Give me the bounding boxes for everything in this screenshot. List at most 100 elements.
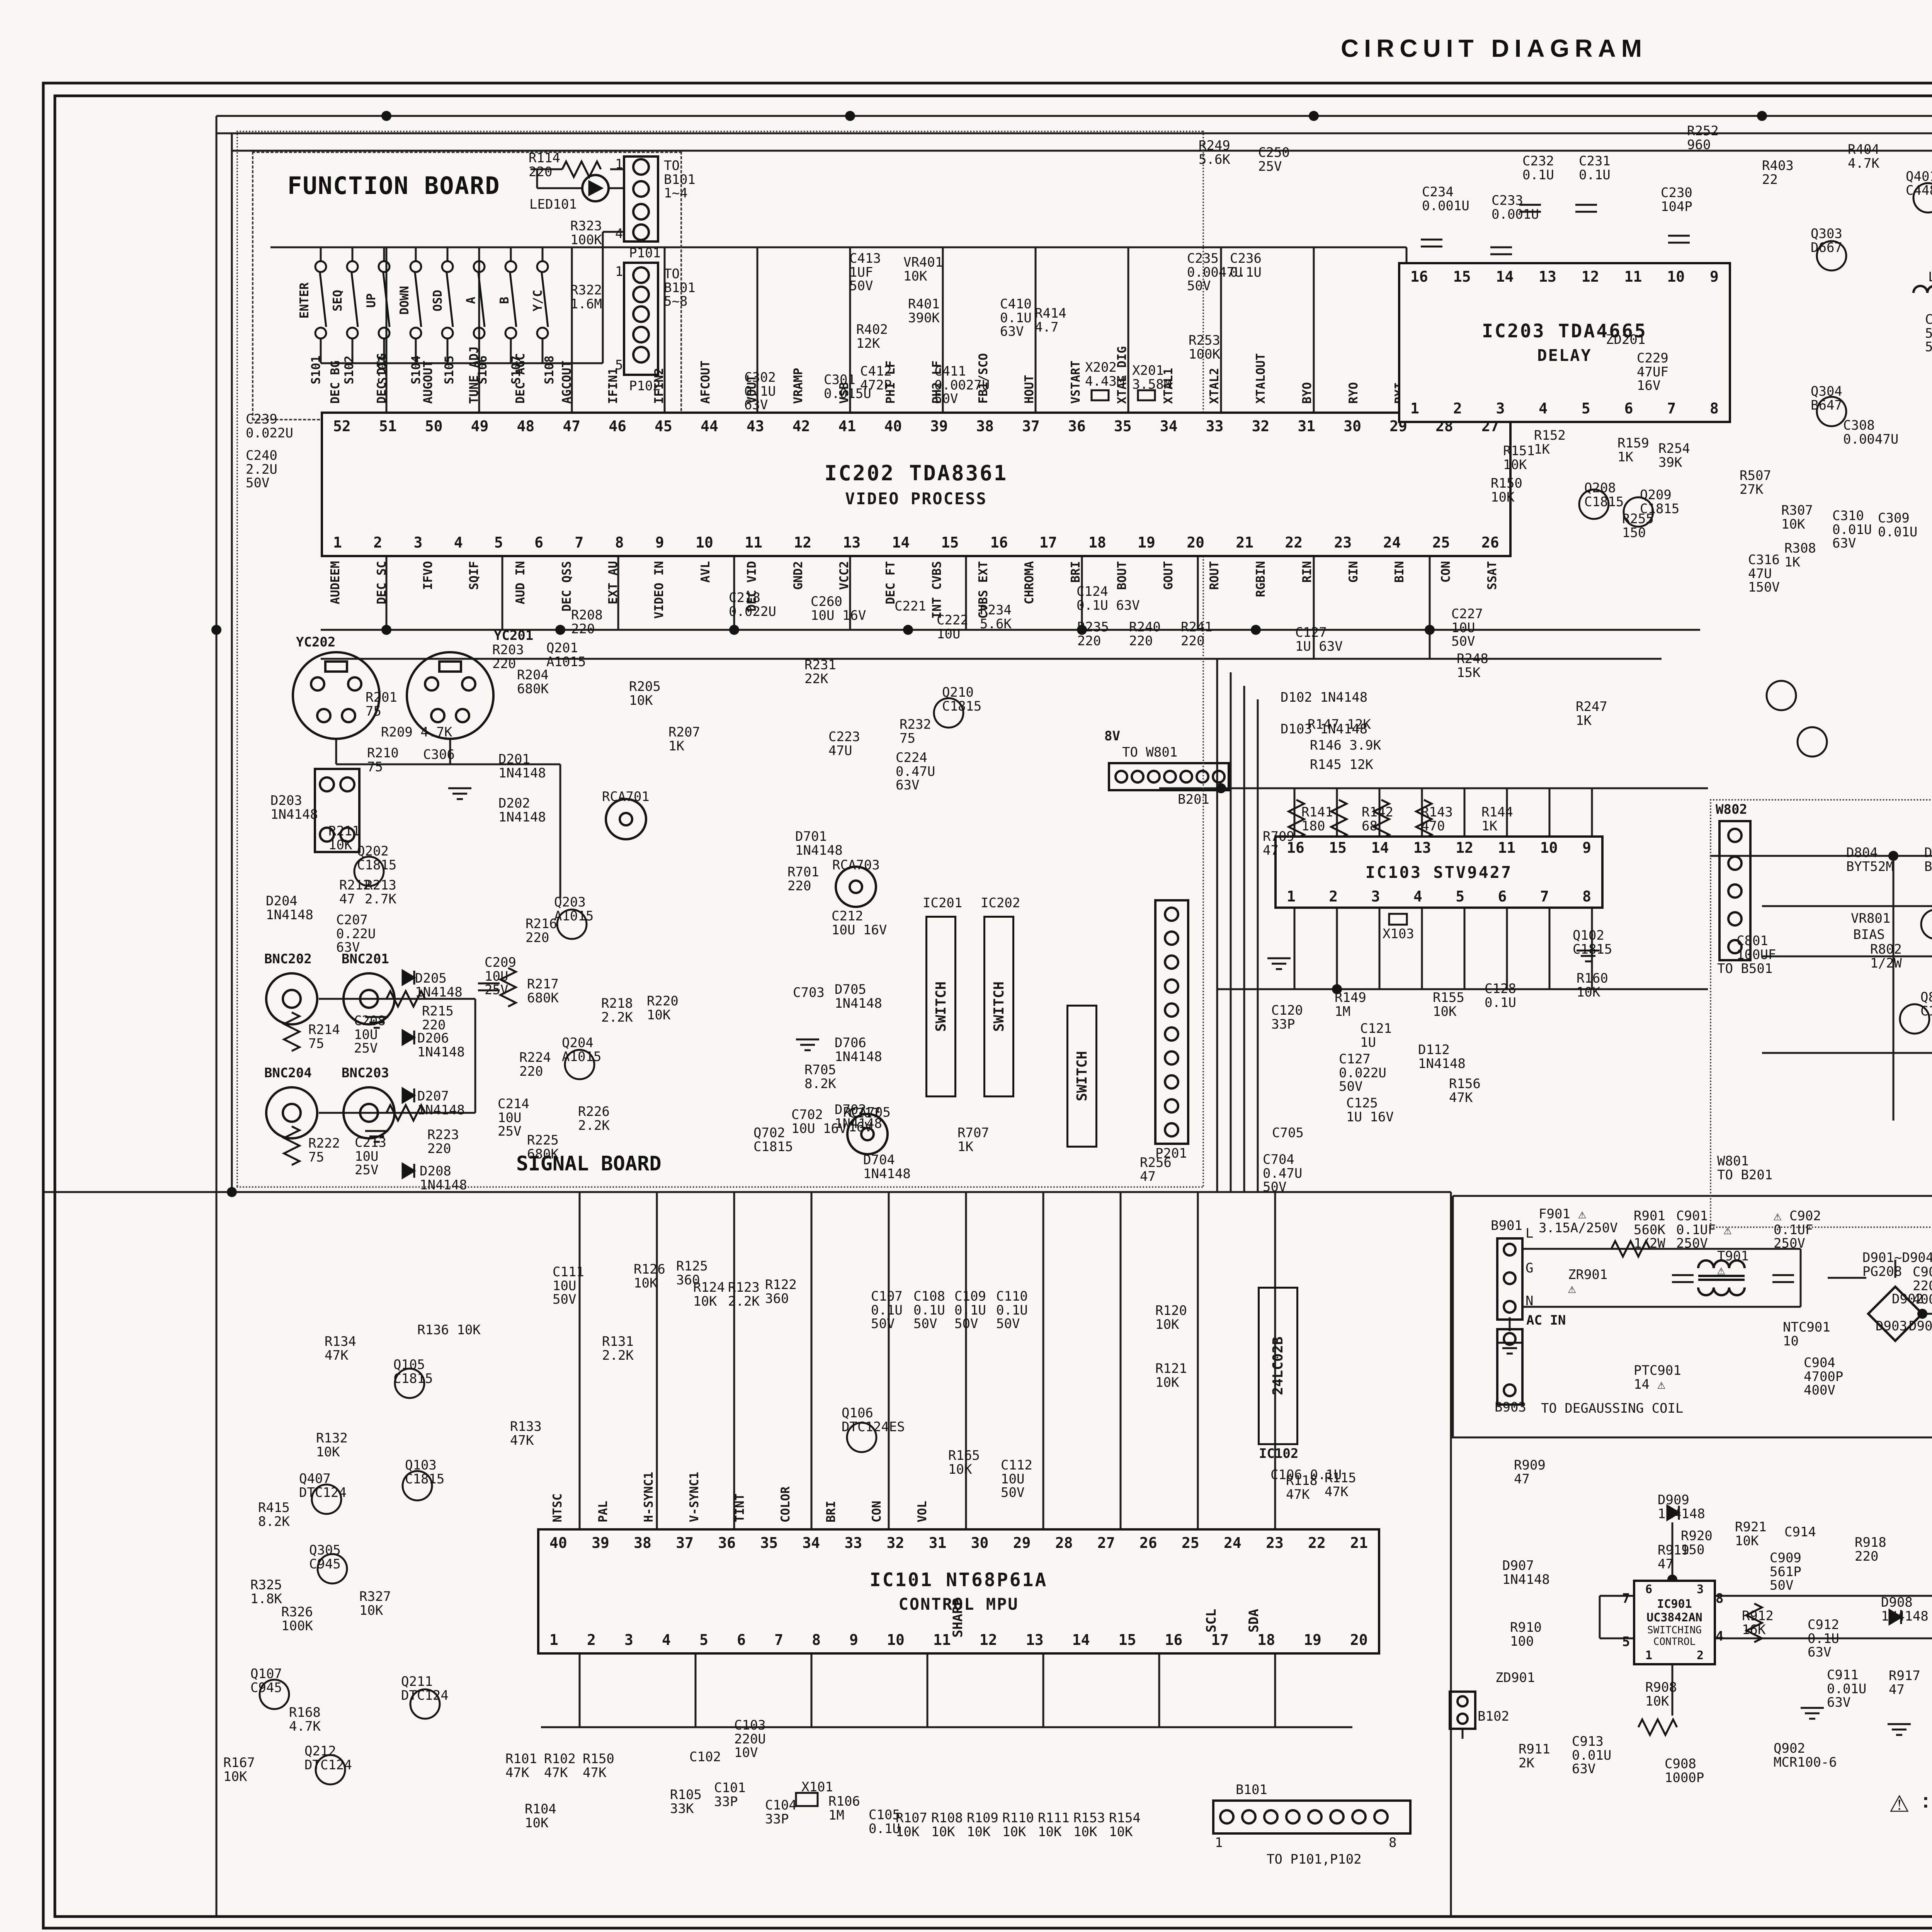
function-board-outline: FUNCTION BOARD	[252, 151, 682, 420]
switch-ic-box-3: SWITCH	[1066, 1005, 1097, 1148]
component-label: R123 2.2K	[728, 1280, 760, 1309]
pin-number: 1	[1410, 400, 1419, 417]
component-label: N	[1526, 1293, 1534, 1309]
pin-number: 4	[454, 534, 463, 551]
pin-number: 36	[718, 1534, 736, 1551]
component-label: R132 10K	[316, 1430, 348, 1460]
pin-number: 7	[1667, 400, 1676, 417]
pin-number: 3	[624, 1631, 633, 1648]
component-label: R114 220	[529, 150, 560, 180]
component-label: R146 3.9K	[1310, 738, 1381, 753]
component-label: C309 0.01U	[1878, 510, 1918, 540]
component-label: TO B101 5~8	[664, 266, 696, 310]
component-label: B201	[1178, 792, 1209, 807]
pin-number: 12	[1456, 839, 1473, 856]
switch-box-label: SWITCH	[991, 981, 1007, 1032]
pin-number: 47	[563, 418, 581, 435]
transformer-symbols	[1697, 285, 1932, 1343]
component-label: Q211 DTC124	[401, 1674, 449, 1703]
component-label: D804 BYT52M	[1846, 845, 1894, 874]
pin-number: 26	[1481, 534, 1499, 551]
pin-number: 16	[1287, 839, 1304, 856]
component-label: W802	[1716, 802, 1747, 817]
component-label: C230 104P	[1661, 185, 1692, 214]
pin-number: 38	[634, 1534, 651, 1551]
component-label: Q801 C1815	[1920, 990, 1932, 1019]
pin-number: 3	[413, 534, 423, 551]
component-label: C912 0.1U 63V	[1808, 1617, 1839, 1660]
component-label: D204 1N4148	[266, 893, 313, 923]
component-label: R153 10K	[1073, 1810, 1105, 1840]
component-label: B102	[1478, 1709, 1509, 1724]
component-label: D208 1N4148	[420, 1163, 467, 1193]
component-label: R142 68	[1362, 804, 1393, 834]
pin-number: 2	[1453, 400, 1462, 417]
pin-number: 12	[1581, 268, 1599, 285]
component-label: R256 47	[1140, 1155, 1172, 1184]
component-label: 1	[1215, 1835, 1223, 1850]
component-label: R106 1M	[828, 1794, 860, 1823]
pin-number: 23	[1334, 534, 1352, 551]
component-label: R222 75	[308, 1136, 340, 1165]
pin-number: 13	[843, 534, 861, 551]
component-label: R154 10K	[1109, 1810, 1141, 1840]
component-label: 5	[615, 357, 623, 373]
pin-name: BRI	[1069, 561, 1083, 583]
pin-name: SQIF	[467, 561, 481, 590]
pin-number: 40	[884, 418, 902, 435]
component-label: C214 10U 25V	[498, 1096, 529, 1139]
component-label: C411 0.0027U 50V	[934, 364, 990, 407]
component-label: D207 1N4148	[417, 1088, 465, 1118]
component-label: C232 0.1U	[1522, 153, 1554, 183]
pin-number: 42	[792, 418, 810, 435]
component-label: X202 4.43M	[1085, 360, 1125, 389]
pin-number: 21	[1350, 1534, 1368, 1551]
pin-number: 11	[1498, 839, 1516, 856]
component-label: R101 47K	[505, 1751, 537, 1781]
pin-name: VCC2	[837, 561, 852, 590]
component-label: C105 0.1U	[869, 1807, 900, 1837]
pin-number: 1	[1287, 888, 1296, 905]
component-label: D112 1N4148	[1418, 1042, 1466, 1071]
pin-number: 26	[1139, 1534, 1157, 1551]
component-label: 4	[1716, 1629, 1724, 1644]
pin-number: 6	[737, 1631, 746, 1648]
component-label: 1	[615, 156, 623, 172]
component-label: R160 10K	[1577, 971, 1608, 1000]
component-label: R234 5.6K	[980, 602, 1012, 632]
component-label: NTC901 10	[1783, 1320, 1830, 1349]
pin-number: 45	[655, 418, 672, 435]
component-label: R144 1K	[1481, 804, 1513, 834]
component-label: C207 0.22U 63V	[336, 912, 376, 956]
component-label: D103 1N4148	[1281, 721, 1368, 737]
component-label: R126 10K	[634, 1262, 665, 1291]
component-label: R212 47	[339, 878, 371, 907]
pin-number: 44	[701, 418, 718, 435]
component-label: 8V	[1104, 728, 1120, 744]
component-label: ZD901	[1495, 1670, 1535, 1685]
component-label: R136 10K	[417, 1322, 481, 1338]
pin-number: 37	[676, 1534, 694, 1551]
component-label: R211 10K	[328, 823, 360, 853]
pin-name: BRI	[824, 1501, 838, 1522]
pin-number: 25	[1181, 1534, 1199, 1551]
switch-id: S103	[376, 355, 390, 384]
component-label: C218 0.022U	[729, 590, 776, 619]
switch-id: S101	[309, 355, 323, 384]
page-title: CIRCUIT DIAGRAM	[1341, 34, 1648, 62]
pin-number: 16	[990, 534, 1008, 551]
component-label: ⚠ C902 0.1UF 250V	[1774, 1208, 1821, 1252]
component-label: IC202	[981, 895, 1020, 911]
component-label: BNC203	[342, 1065, 389, 1081]
pin-name: AGCOUT	[560, 361, 574, 404]
component-label: R921 10K	[1735, 1519, 1767, 1549]
component-label: R118 47K	[1286, 1473, 1318, 1502]
component-label: 7	[1622, 1591, 1630, 1606]
component-label: C901 0.1UF ⚠ 250V	[1676, 1208, 1732, 1252]
component-label: R203 220	[492, 642, 524, 672]
